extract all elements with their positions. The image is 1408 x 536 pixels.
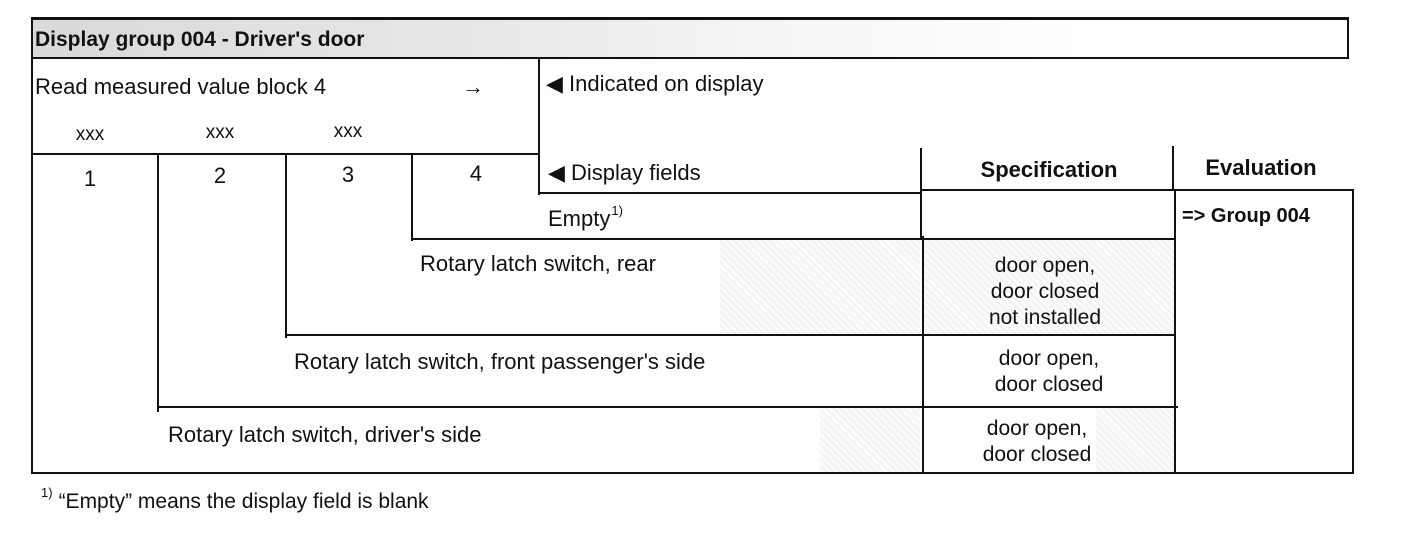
spec-left-top [920,148,922,238]
shade-region [820,408,920,474]
spec-right-border [1174,189,1176,474]
row-driver-spec-1: door open, [986,417,1088,440]
field-number-3: 3 [341,162,355,187]
indicated-left-border [538,57,540,195]
row-rear-spec-2: door closed [990,280,1100,303]
field-number-4: 4 [469,161,483,186]
xxx-placeholder-2: xxx [205,122,235,143]
field-number-1: 1 [83,166,97,191]
xxx-placeholder-3: xxx [333,121,363,142]
frame-bottom [31,472,1354,474]
read-block-arrow: → [462,74,484,99]
row-driver-spec-2: door closed [982,443,1092,466]
header-bottom [920,189,1354,191]
field-divider-2-3 [285,153,287,338]
shade-region [1096,408,1176,474]
evaluation-value: => Group 004 [1182,205,1310,227]
footnote-number: 1) [41,485,53,500]
row-driver-field: Rotary latch switch, driver's side [168,422,482,447]
specification-header: Specification [980,157,1118,182]
spec-left-border [922,236,924,474]
footnote: 1) “Empty” means the display field is bla… [40,486,429,515]
page-title: Display group 004 - Driver's door [35,28,365,51]
row-sep-rear [285,334,1176,336]
frame-left [31,17,33,474]
display-fields-bottom [538,192,920,194]
row-rear-field: Rotary latch switch, rear [420,251,656,276]
row-rear-spec-3: not installed [988,306,1102,329]
row-rear-spec-1: door open, [994,254,1096,277]
title-bar [31,19,1349,58]
read-block-label: Read measured value block 4 [35,74,327,99]
frame-right [1347,17,1349,58]
footnote-text: “Empty” means the display field is blank [58,490,429,513]
footnote-mark: 1) [611,202,623,218]
frame-top [31,17,1349,20]
shade-region [720,238,920,334]
field-divider-3-4 [411,153,413,241]
row-front-passenger-spec-2: door closed [994,373,1104,396]
row-sep-front-passenger [157,406,1178,408]
display-fields-label: ◀ Display fields [548,160,701,185]
row-empty-label: Empty [548,206,611,231]
row-front-passenger-spec-1: door open, [998,347,1100,370]
field-number-2: 2 [213,163,227,188]
row-empty-field: Empty1) [548,202,623,232]
row-sep-empty [411,238,1176,240]
eval-left-top [1172,146,1174,190]
title-bottom-border [31,57,1349,59]
shade-region [922,238,1176,334]
evaluation-header: Evaluation [1205,155,1317,180]
field-divider-1-2 [157,153,159,412]
indicated-on-display-label: ◀ Indicated on display [546,71,764,96]
frame-right-lower [1352,190,1354,474]
row-front-passenger-field: Rotary latch switch, front passenger's s… [294,349,706,374]
xxx-placeholder-1: xxx [75,124,105,145]
